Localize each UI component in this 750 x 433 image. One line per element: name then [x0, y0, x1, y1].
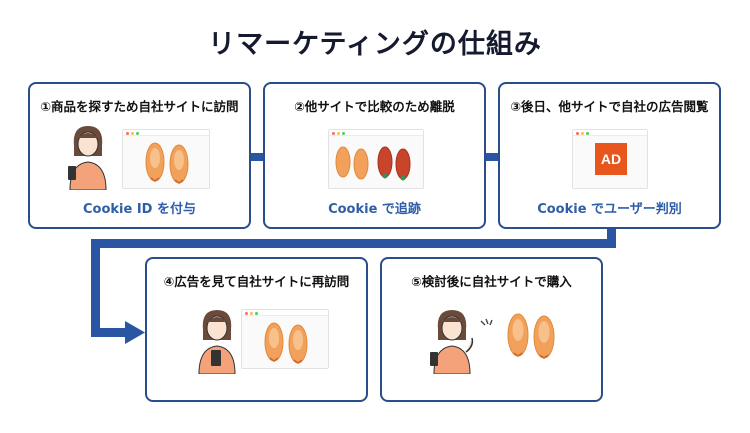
step-5-title: ⑤検討後に自社サイトで購入 — [411, 274, 572, 289]
woman-with-phone-icon — [430, 310, 474, 374]
ad-banner-icon: AD — [595, 143, 627, 175]
step-2-title: ②他サイトで比較のため離脱 — [294, 99, 455, 114]
step-1-card: ①商品を探すため自社サイトに訪問 Cookie ID を付与 — [28, 82, 251, 229]
shoes-icon — [145, 142, 189, 184]
browser-window-icon — [122, 129, 210, 189]
step-5-card: ⑤検討後に自社サイトで購入 — [380, 257, 603, 402]
step-3-card: ③後日、他サイトで自社の広告閲覧 AD Cookie でユーザー判別 — [498, 82, 721, 229]
step-4-card: ④広告を見て自社サイトに再訪問 — [145, 257, 368, 402]
elbow-arrow-icon — [91, 228, 616, 344]
page-title: リマーケティングの仕組み — [208, 29, 542, 60]
step-2-caption: Cookie で追跡 — [328, 202, 421, 217]
browser-window-icon — [241, 309, 329, 369]
step-4-title: ④広告を見て自社サイトに再訪問 — [163, 274, 350, 289]
step-3-title: ③後日、他サイトで自社の広告閲覧 — [510, 99, 709, 114]
shoes-icon — [335, 146, 411, 181]
shoes-icon — [264, 322, 308, 364]
step-1-title: ①商品を探すため自社サイトに訪問 — [40, 99, 239, 114]
shoes-icon — [507, 313, 555, 359]
browser-window-icon — [328, 129, 424, 189]
waving-hand-icon — [480, 318, 493, 326]
step-2-card: ②他サイトで比較のため離脱 Cookie で追跡 — [263, 82, 486, 229]
step-1-caption: Cookie ID を付与 — [82, 202, 196, 217]
step-3-caption: Cookie でユーザー判別 — [537, 202, 682, 217]
woman-with-phone-icon — [198, 310, 236, 374]
woman-with-phone-icon — [68, 126, 107, 190]
browser-window-icon: AD — [572, 129, 648, 189]
